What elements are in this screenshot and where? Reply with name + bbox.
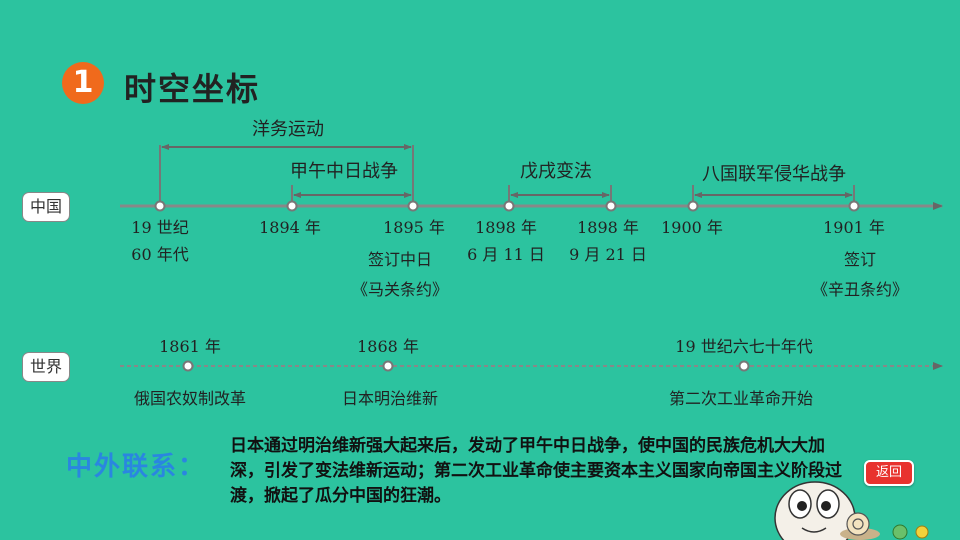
china-point-label: 19 世纪 — [131, 218, 189, 237]
section-number-badge: 1 — [62, 62, 104, 104]
span-label-yangwu: 洋务运动 — [252, 119, 324, 140]
china-point-label: 1900 年 — [661, 218, 723, 237]
world-event-label: 第二次工业革命开始 — [668, 389, 814, 408]
china-point — [605, 200, 617, 212]
world-year-label: 19 世纪六七十年代 — [675, 337, 813, 356]
world-event-label: 俄国农奴制改革 — [133, 389, 247, 408]
span-label-jiawu: 甲午中日战争 — [290, 161, 398, 182]
china-point-label: 6 月 11 日 — [467, 245, 545, 264]
china-point — [154, 200, 166, 212]
china-point-label: 1894 年 — [259, 218, 321, 237]
span-label-wuxu: 戊戌变法 — [520, 161, 592, 182]
china-point-label: 60 年代 — [131, 245, 189, 264]
snail-icon — [840, 512, 880, 540]
china-point — [407, 200, 419, 212]
section-title: 时空坐标 — [124, 70, 261, 108]
world-year-label: 1868 年 — [357, 337, 419, 356]
china-point — [286, 200, 298, 212]
china-point-label: 1901 年 — [823, 218, 885, 237]
world-point — [182, 360, 194, 372]
china-point-label: 9 月 21 日 — [569, 245, 647, 264]
china-point-label: 1895 年 — [383, 218, 445, 237]
china-point — [503, 200, 515, 212]
world-point — [738, 360, 750, 372]
relation-label: 中外联系： — [66, 452, 207, 482]
world-year-label: 1861 年 — [159, 337, 221, 356]
china-point-note: 《马关条约》 — [351, 280, 449, 299]
china-point-note: 签订 — [843, 250, 877, 269]
world-event-label: 日本明治维新 — [341, 389, 439, 408]
world-label: 世界 — [22, 352, 70, 382]
china-label: 中国 — [22, 192, 70, 222]
world-point — [382, 360, 394, 372]
china-point-note: 签订中日 — [367, 250, 433, 269]
china-point — [687, 200, 699, 212]
china-point-note: 《辛丑条约》 — [811, 280, 909, 299]
china-point-label: 1898 年 — [475, 218, 537, 237]
span-label-baguo: 八国联军侵华战争 — [702, 164, 846, 185]
back-button[interactable]: 返回 — [864, 460, 914, 486]
mascot-illustration-icon — [774, 481, 929, 540]
china-point — [848, 200, 860, 212]
china-point-label: 1898 年 — [577, 218, 639, 237]
relation-text: 日本通过明治维新强大起来后，发动了甲午中日战争，使中国的民族危机大大加深，引发了… — [230, 436, 842, 506]
